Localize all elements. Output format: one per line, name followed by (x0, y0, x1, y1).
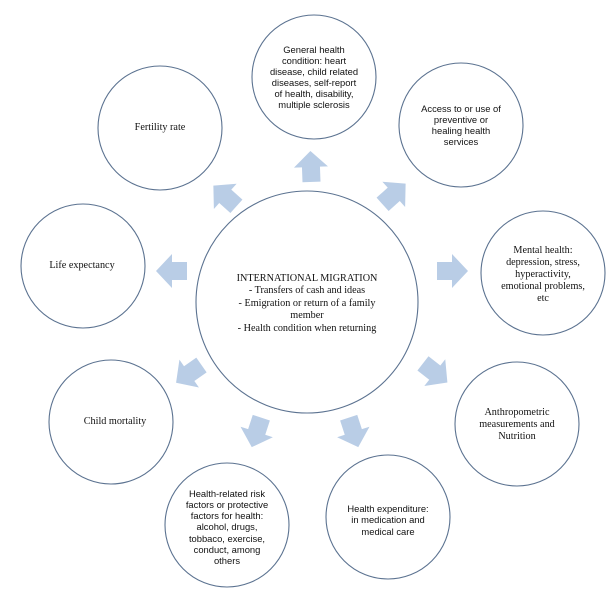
node-life-expectancy-text: Life expectancy (49, 259, 115, 271)
node-life-expectancy-circle (20, 203, 146, 329)
arrow-to-access-services (376, 181, 406, 212)
node-health-expenditure-circle (325, 454, 451, 580)
node-general-health-circle (251, 14, 377, 140)
arrow-to-general-health (293, 151, 328, 183)
node-risk-factors-text: Health-related risk factors or protectiv… (185, 488, 269, 566)
node-general-health-text: General health condition: heart disease,… (269, 43, 359, 111)
node-risk-factors-circle (164, 462, 290, 588)
arrow-to-anthropometric (417, 356, 448, 387)
node-mental-health-circle (480, 210, 606, 336)
center-text: INTERNATIONAL MIGRATION - Transfers of c… (212, 250, 402, 358)
center-line: - Health condition when returning (237, 322, 377, 334)
arrow-to-fertility-rate (213, 183, 243, 214)
center-line: INTERNATIONAL MIGRATION (236, 272, 378, 284)
arrows-layer (156, 151, 468, 448)
node-fertility-rate-circle (97, 65, 223, 191)
center-line: - Emigration or return of a family (238, 297, 376, 309)
arrow-to-life-expectancy (156, 254, 187, 288)
center-line: - Transfers of cash and ideas (248, 285, 366, 297)
node-access-services-circle (398, 62, 524, 188)
center-line: member (290, 310, 324, 322)
node-child-mortality-circle (48, 359, 174, 485)
arrow-to-risk-factors (240, 414, 273, 448)
center-circle (195, 190, 419, 414)
circles-layer (20, 14, 606, 588)
node-access-services-text: Access to or use of preventive or healin… (421, 102, 501, 148)
node-health-expenditure-text: Health expenditure: in medication and me… (347, 503, 429, 537)
node-anthropometric-text: Anthropometric measurements and Nutritio… (479, 406, 555, 443)
node-child-mortality-text: Child mortality (83, 415, 147, 427)
node-mental-health-text: Mental health: depression, stress, hyper… (501, 244, 585, 305)
arrow-to-child-mortality (176, 357, 207, 388)
node-fertility-rate-text: Fertility rate (134, 121, 186, 133)
arrow-to-mental-health (437, 254, 468, 288)
arrow-to-health-expenditure (337, 414, 370, 448)
node-anthropometric-circle (454, 361, 580, 487)
